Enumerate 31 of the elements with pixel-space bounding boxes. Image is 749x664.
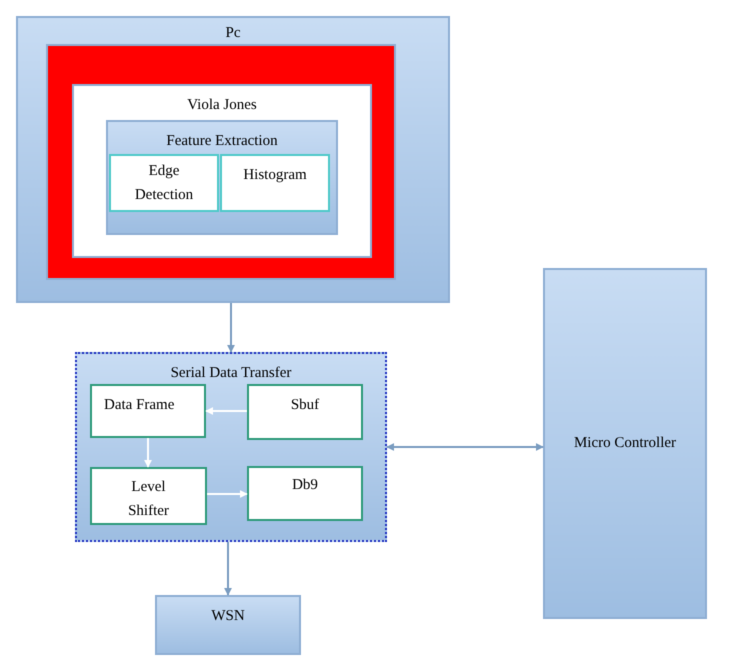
node-label: Db9 bbox=[292, 477, 318, 493]
container-box bbox=[16, 16, 450, 303]
container-box bbox=[75, 352, 387, 542]
node-label: Edge Detection bbox=[134, 163, 194, 203]
node-label: Level Shifter bbox=[128, 479, 169, 519]
double-arrow bbox=[386, 443, 544, 451]
process-box bbox=[247, 384, 363, 440]
node-label: Sbuf bbox=[290, 397, 320, 413]
process-box bbox=[543, 268, 707, 619]
container-box bbox=[72, 84, 372, 258]
node-label: Histogram bbox=[243, 167, 307, 183]
node-label: Data Frame bbox=[104, 397, 174, 413]
arrow bbox=[224, 542, 232, 596]
node-label: Serial Data Transfer bbox=[170, 365, 292, 381]
process-box bbox=[109, 154, 219, 212]
node-label: Feature Extraction bbox=[166, 133, 278, 149]
node-label: Micro Controller bbox=[574, 435, 676, 452]
process-box bbox=[247, 466, 363, 521]
process-box bbox=[220, 154, 330, 212]
box-shape bbox=[46, 44, 396, 280]
node-label: Viola Jones bbox=[187, 97, 257, 113]
arrow bbox=[227, 303, 235, 353]
node-label: Pc bbox=[226, 25, 240, 41]
arrow bbox=[144, 438, 152, 468]
process-box bbox=[155, 595, 301, 655]
container-box bbox=[106, 120, 338, 235]
arrow bbox=[205, 407, 247, 415]
arrow bbox=[207, 490, 248, 498]
process-box bbox=[90, 384, 206, 438]
node-label: WSN bbox=[211, 608, 245, 624]
process-box bbox=[90, 467, 207, 525]
